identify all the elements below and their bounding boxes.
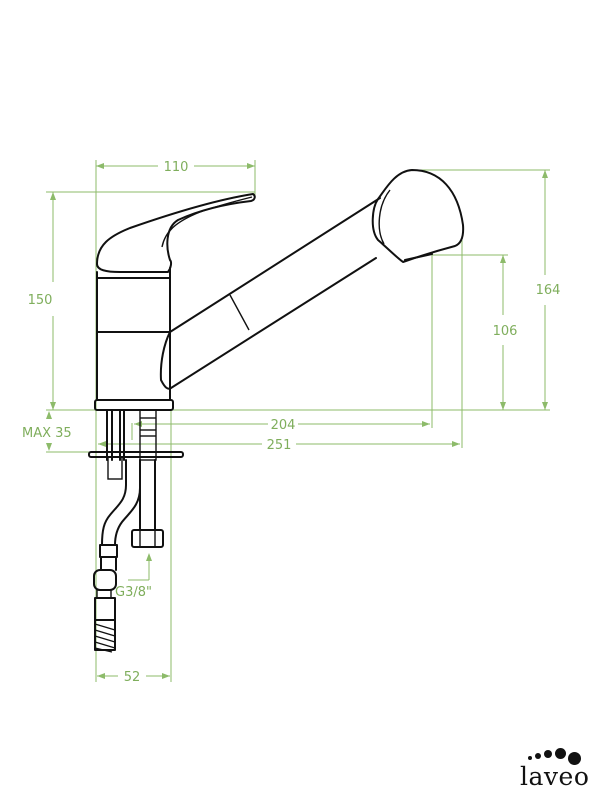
mounting-plate xyxy=(88,451,184,458)
hose-fitting xyxy=(93,569,117,591)
hex-nut xyxy=(131,529,164,548)
faucet-outline xyxy=(94,169,465,411)
logo-dot xyxy=(555,748,566,759)
dim-connection-thread: G3/8" xyxy=(115,585,152,600)
dim-body-height: 150 xyxy=(28,293,53,308)
logo-dot xyxy=(535,753,541,759)
dim-outlet-clearance: 106 xyxy=(493,324,518,339)
dimension-lines xyxy=(46,160,550,682)
faucet-body xyxy=(96,277,171,401)
dim-base-width: 52 xyxy=(124,670,141,685)
logo-text: laveo xyxy=(520,762,590,791)
dim-total-reach: 251 xyxy=(267,438,292,453)
mounting-hardware xyxy=(88,409,184,653)
spray-head xyxy=(371,169,465,263)
hose-bent-pipe xyxy=(101,459,127,546)
dim-max-countertop: MAX 35 xyxy=(22,426,72,441)
dots-icon xyxy=(528,756,532,760)
brand-logo: laveo xyxy=(512,740,592,796)
logo-dot xyxy=(544,750,552,758)
logo-dot xyxy=(568,752,581,765)
handle-lever xyxy=(96,193,256,273)
dim-reach-outlet: 204 xyxy=(271,418,296,433)
base-plate xyxy=(94,399,174,411)
dimension-labels: 110 150 164 106 204 251 MAX 35 G3/8" 52 xyxy=(22,160,560,685)
spout-tube xyxy=(159,257,377,390)
dim-spout-height: 164 xyxy=(536,283,561,298)
dim-handle-width: 110 xyxy=(164,160,189,175)
